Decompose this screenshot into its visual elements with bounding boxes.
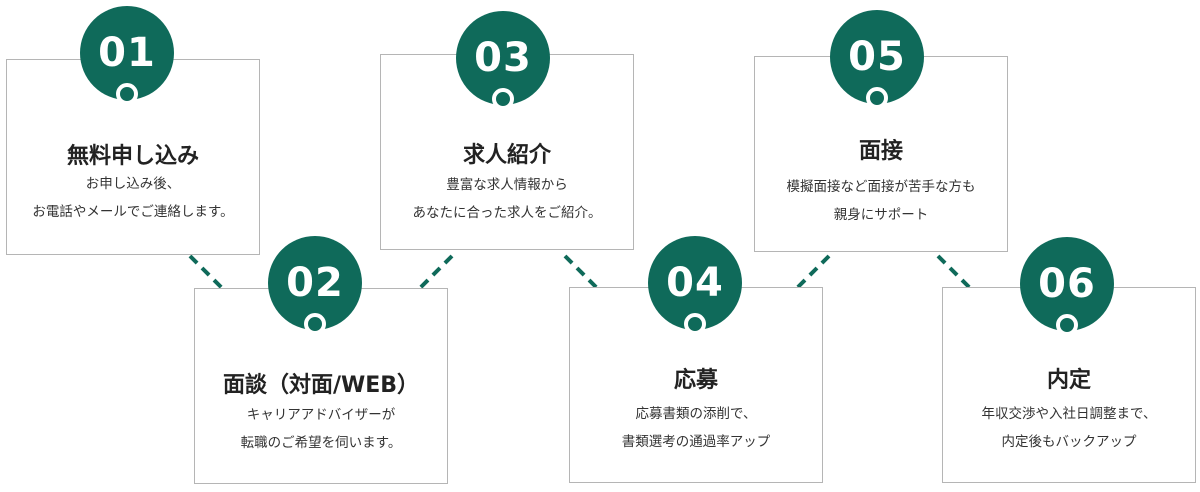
step-description-line: キャリアアドバイザーが xyxy=(246,407,396,423)
step-description: 応募書類の添削で、 書類選考の通過率アップ xyxy=(570,400,822,456)
step-number-badge-01: 01 xyxy=(80,6,174,105)
badge-dot-icon xyxy=(1056,314,1078,336)
step-number: 05 xyxy=(848,34,906,80)
step-number: 06 xyxy=(1038,261,1096,307)
step-description: お申し込み後、 お電話やメールでご連絡します。 xyxy=(7,170,259,226)
badge-dot-icon xyxy=(866,87,888,109)
step-title: 内定 xyxy=(1046,368,1091,393)
badge-dot-icon xyxy=(684,313,706,335)
step-description-line: 年収交渉や入社日調整まで、 xyxy=(981,406,1157,422)
step-description-line: お電話やメールでご連絡します。 xyxy=(32,204,234,220)
step-description-line: 転職のご希望を伺います。 xyxy=(240,435,402,451)
connector-03-04 xyxy=(563,254,603,294)
step-title: 求人紹介 xyxy=(462,143,551,168)
step-card-05: 面接 模擬面接など面接が苦手な方も 親身にサポート xyxy=(754,56,1008,252)
badge-dot-icon xyxy=(304,313,326,335)
step-description-line: 模擬面接など面接が苦手な方も xyxy=(786,179,976,195)
step-number-badge-04: 04 xyxy=(648,236,742,335)
badge-dot-icon xyxy=(116,83,138,105)
badge-dot-icon xyxy=(492,88,514,110)
step-number-badge-02: 02 xyxy=(268,236,362,335)
step-description-line: 書類選考の通過率アップ xyxy=(621,434,771,450)
step-title: 応募 xyxy=(673,368,718,393)
step-title: 面談（対面/WEB） xyxy=(222,373,420,398)
step-number: 01 xyxy=(98,30,156,76)
connector-02-03 xyxy=(414,254,454,294)
step-description: 年収交渉や入社日調整まで、 内定後もバックアップ xyxy=(943,400,1195,456)
step-number: 04 xyxy=(666,260,724,306)
step-description: 模擬面接など面接が苦手な方も 親身にサポート xyxy=(755,173,1007,229)
connector-01-02 xyxy=(188,254,228,294)
step-description: 豊富な求人情報から あなたに合った求人をご紹介。 xyxy=(381,171,633,227)
step-description-line: 応募書類の添削で、 xyxy=(635,406,757,422)
step-title: 面接 xyxy=(858,139,903,164)
step-number-badge-03: 03 xyxy=(456,11,550,110)
step-number: 03 xyxy=(474,35,532,81)
step-number: 02 xyxy=(286,260,344,306)
step-description-line: お申し込み後、 xyxy=(85,176,181,192)
step-description-line: 豊富な求人情報から xyxy=(446,177,568,193)
step-description-line: 親身にサポート xyxy=(833,207,929,223)
step-description-line: あなたに合った求人をご紹介。 xyxy=(412,205,602,221)
step-description-line: 内定後もバックアップ xyxy=(1001,434,1137,450)
connector-05-06 xyxy=(936,254,976,294)
step-number-badge-06: 06 xyxy=(1020,237,1114,336)
step-description: キャリアアドバイザーが 転職のご希望を伺います。 xyxy=(195,401,447,457)
step-number-badge-05: 05 xyxy=(830,10,924,109)
connector-04-05 xyxy=(791,254,831,294)
step-title: 無料申し込み xyxy=(66,144,199,169)
